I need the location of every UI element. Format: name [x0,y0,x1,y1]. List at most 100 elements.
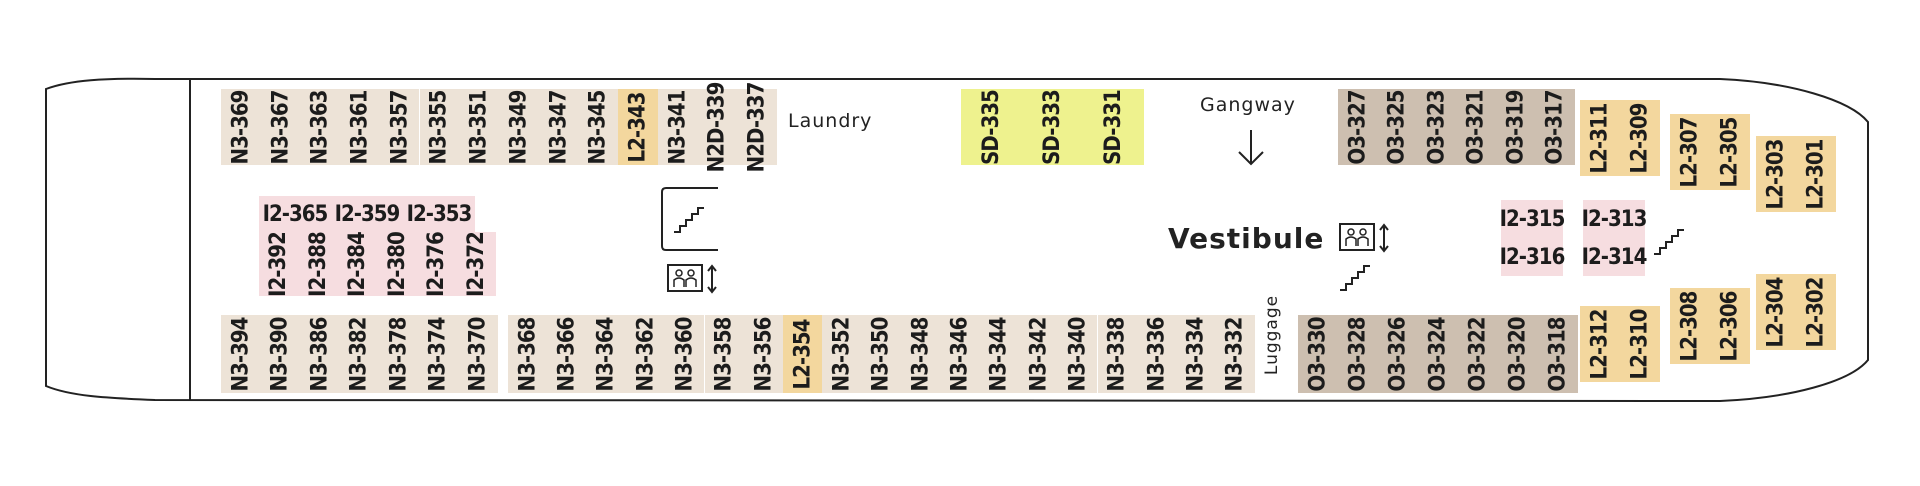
cabin-label: N3-360 [672,317,698,391]
cabin-label: N3-361 [347,90,373,164]
cabin-n3-346: N3-346 [940,315,980,393]
cabin-label: N3-349 [506,90,532,164]
cabin-o3-319: O3-319 [1496,89,1536,165]
cabin-l2-305: L2-305 [1710,114,1750,190]
cabin-label: N3-366 [554,317,580,391]
cabin-n3-382: N3-382 [339,315,379,393]
cabin-n3-332: N3-332 [1215,315,1255,393]
cabin-label: O3-322 [1465,316,1491,392]
cabin-label: O3-326 [1385,316,1411,392]
cabin-label: N3-374 [425,317,451,391]
cabin-i2-314: I2-314 [1582,238,1647,276]
cabin-label: L2-304 [1763,277,1789,347]
cabin-label: L2-301 [1803,139,1829,209]
cabin-i2-376: I2-376 [417,232,457,296]
cabin-l2-306: L2-306 [1710,288,1750,364]
cabin-n3-344: N3-344 [979,315,1019,393]
cabin-i2-384: I2-384 [338,232,378,296]
cabin-n3-364: N3-364 [586,315,626,393]
cabin-n3-340: N3-340 [1058,315,1098,393]
cabin-label: O3-319 [1503,89,1529,165]
cabin-label: N3-378 [386,317,412,391]
cabin-label: L2-306 [1717,291,1743,361]
elevator-icon [667,264,717,294]
cabin-o3-330: O3-330 [1298,315,1338,393]
cabin-label: N3-367 [268,90,294,164]
cabin-label: SD-335 [979,89,1005,165]
cabin-o3-320: O3-320 [1498,315,1538,393]
cabin-label: N3-348 [908,317,934,391]
cabin-label: I2-388 [305,231,331,297]
cabin-label: L2-308 [1677,291,1703,361]
cabin-label: N3-341 [665,90,691,164]
cabin-label: N2D-337 [744,82,770,172]
cabin-label: L2-305 [1717,117,1743,187]
cabin-n3-342: N3-342 [1018,315,1059,393]
cabin-l2-307: L2-307 [1670,114,1710,190]
cabin-label: SD-331 [1101,89,1127,165]
cabin-n3-363: N3-363 [300,89,341,165]
cabin-label: L2-312 [1587,309,1613,379]
cabin-n3-349: N3-349 [498,89,539,165]
cabin-label: N3-355 [426,90,452,164]
cabin-label: SD-333 [1040,89,1066,165]
cabin-label: N3-344 [986,317,1012,391]
cabin-label: I2-353 [406,201,473,227]
cabin-o3-322: O3-322 [1458,315,1498,393]
cabin-o3-324: O3-324 [1418,315,1458,393]
cabin-l2-303: L2-303 [1756,136,1796,212]
cabin-label: I2-384 [345,231,371,297]
cabin-label: N3-352 [829,317,855,391]
cabin-label: O3-327 [1345,89,1371,165]
cabin-label: L2-302 [1803,277,1829,347]
cabin-i2-315: I2-315 [1500,200,1565,238]
cabin-label: N3-356 [750,317,776,391]
cabin-n3-386: N3-386 [300,315,340,393]
cabin-label: O3-323 [1424,89,1450,165]
cabin-label: I2-392 [266,231,292,297]
cabin-label: N3-338 [1104,317,1130,391]
cabin-o3-327: O3-327 [1338,89,1378,165]
cabin-n3-341: N3-341 [657,89,698,165]
cabin-n3-368: N3-368 [508,315,548,393]
cabin-label: I2-380 [384,231,410,297]
cabin-n3-336: N3-336 [1136,315,1177,393]
cabin-i2-380: I2-380 [377,231,417,297]
cabin-l2-309: L2-309 [1620,100,1660,176]
cabin-n3-338: N3-338 [1097,315,1137,393]
cabin-i2-316: I2-316 [1500,238,1565,276]
cabin-n3-390: N3-390 [260,315,300,393]
cabin-label: O3-330 [1305,316,1331,392]
cabin-label: N2D-339 [704,82,730,172]
cabin-n3-347: N3-347 [538,89,579,165]
cabin-label: N3-394 [228,317,254,391]
cabin-label: I2-376 [424,231,450,297]
cabin-n3-334: N3-334 [1176,315,1216,393]
cabin-o3-317: O3-317 [1535,89,1575,165]
cabin-label: O3-320 [1505,316,1531,392]
cabin-n3-345: N3-345 [578,89,618,165]
cabin-label: N3-369 [228,90,254,164]
cabin-l2-310: L2-310 [1620,306,1660,382]
cabin-label: O3-324 [1425,316,1451,392]
cabin-label: N3-351 [466,90,492,164]
cabin-label: N3-346 [947,317,973,391]
cabin-n3-369: N3-369 [221,89,261,165]
laundry-label: Laundry [788,110,873,132]
cabin-n3-361: N3-361 [340,89,380,165]
stairs-icon [1654,229,1684,255]
cabin-o3-323: O3-323 [1417,89,1457,165]
cabin-l2-312: L2-312 [1580,306,1620,382]
cabin-i2-372: I2-372 [456,232,496,296]
cabin-n3-360: N3-360 [665,315,705,393]
cabin-i2-388: I2-388 [298,231,338,297]
cabin-label: N3-364 [593,317,619,391]
cabin-label: N3-363 [307,90,333,164]
cabin-i2-313: I2-313 [1582,200,1647,238]
cabin-sd-333: SD-333 [1022,89,1083,165]
cabin-n3-394: N3-394 [221,315,261,393]
cabin-sd-331: SD-331 [1083,89,1144,165]
cabin-n3-351: N3-351 [459,89,499,165]
cabin-n3-355: N3-355 [419,89,460,165]
